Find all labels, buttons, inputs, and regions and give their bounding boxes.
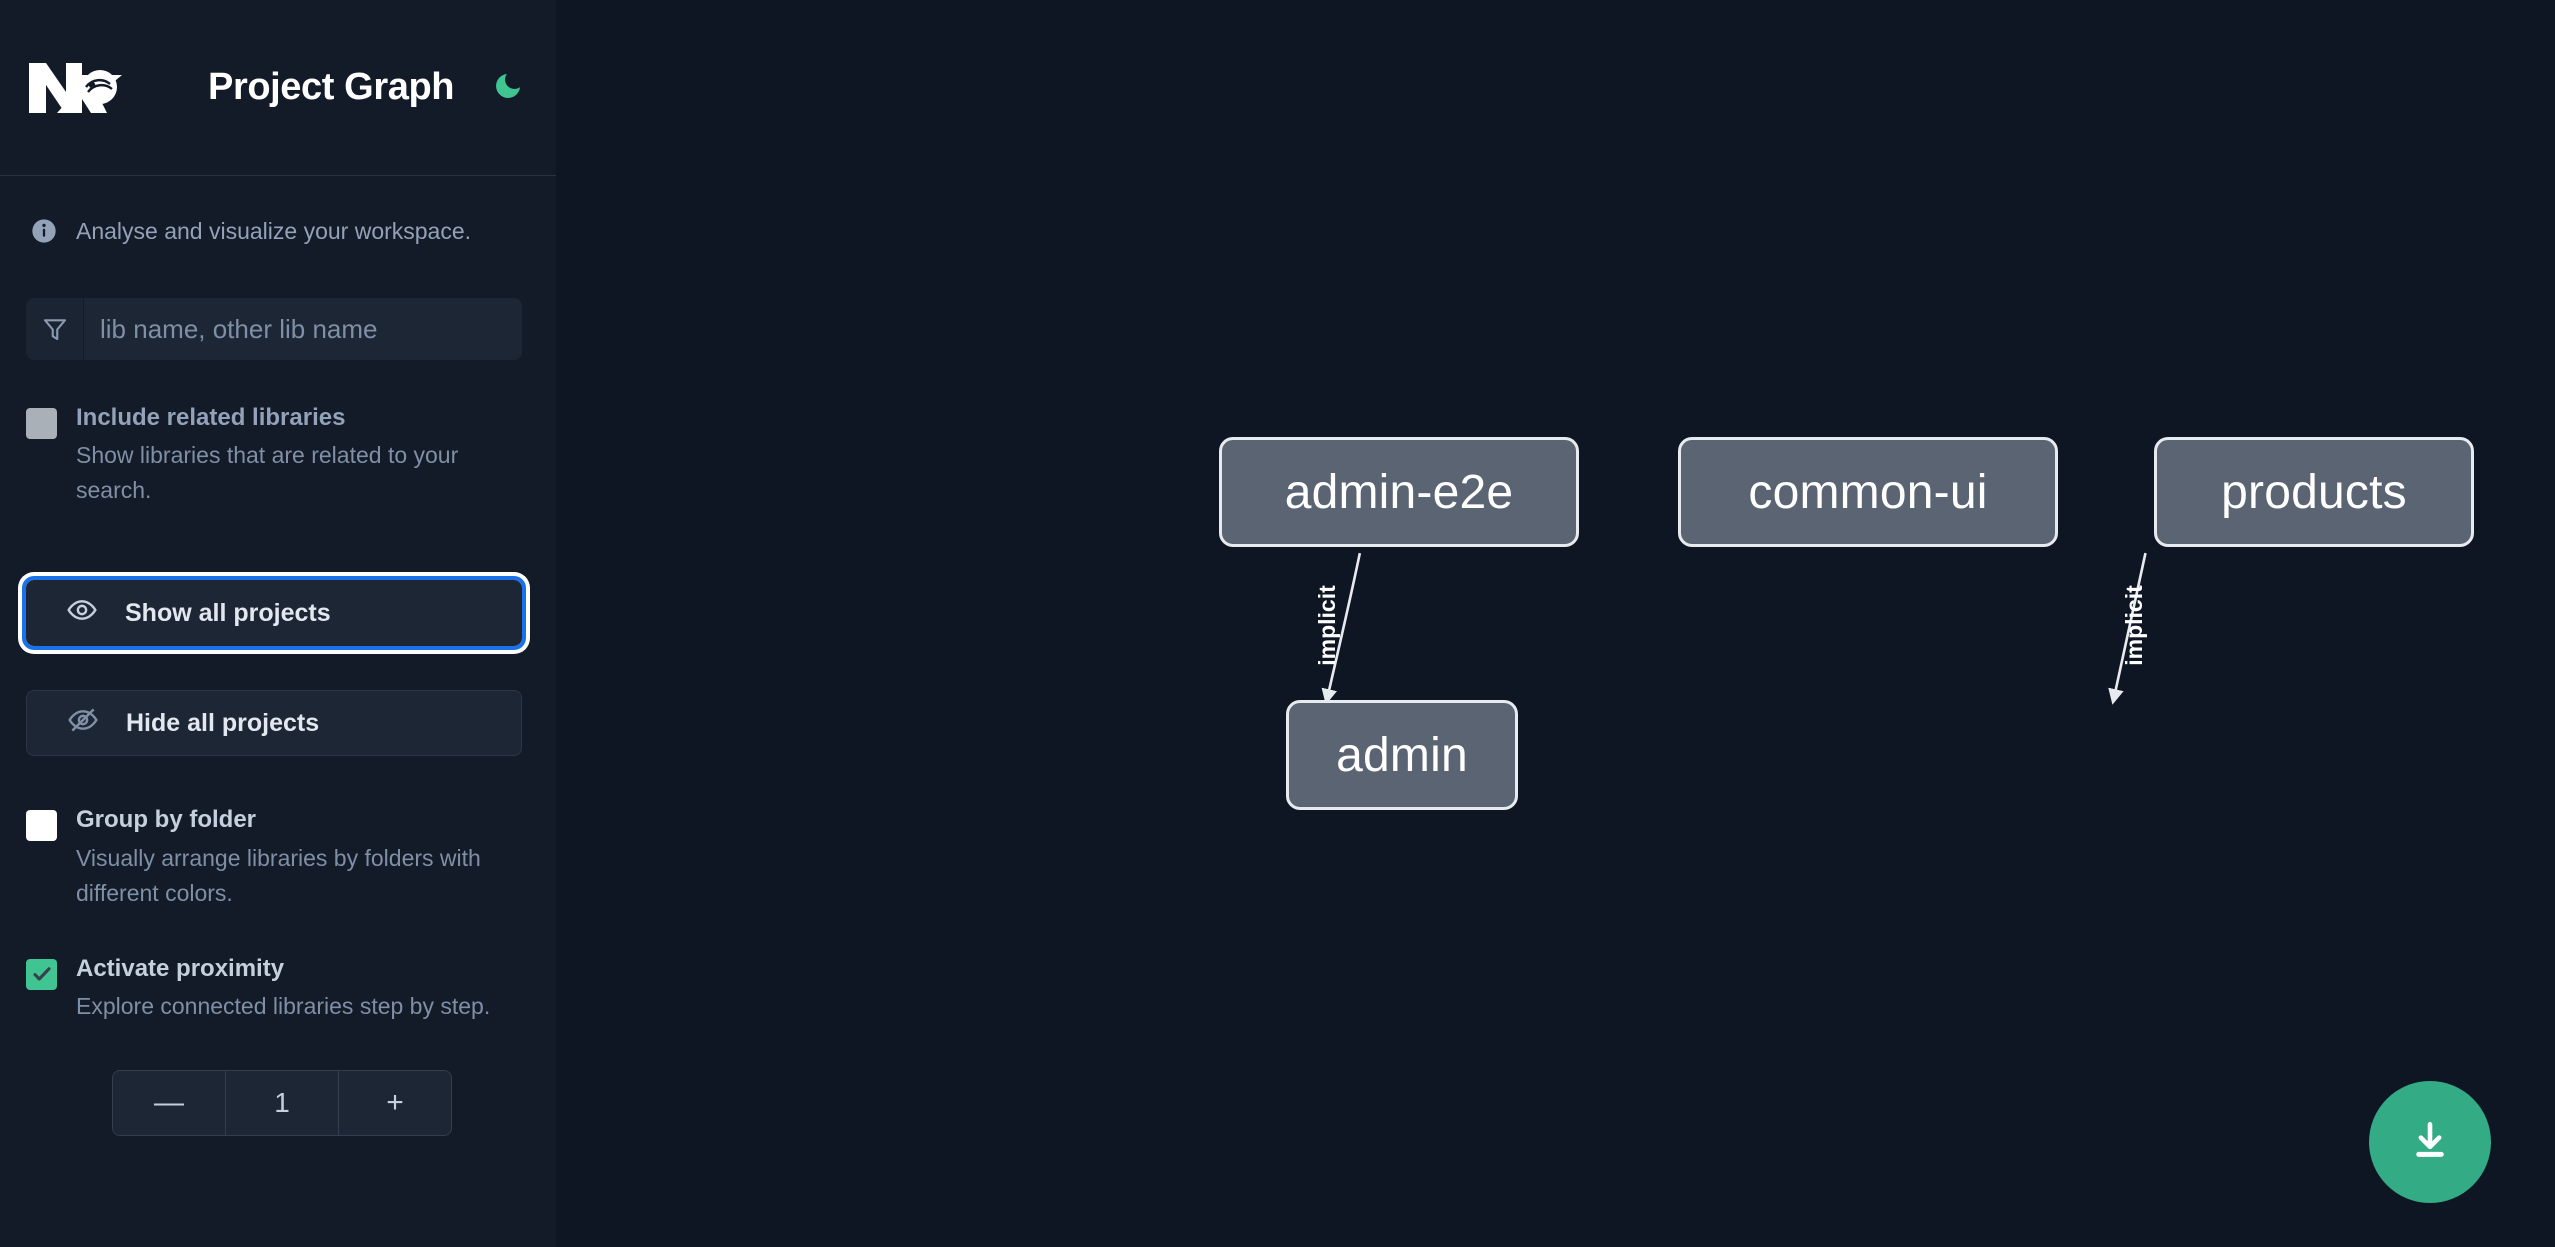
proximity-value: 1	[225, 1070, 338, 1135]
sidebar: Project Graph	[0, 0, 556, 1247]
edge-label-admin-implicit: implicit	[1313, 585, 1340, 666]
option-body: Activate proximity Explore connected lib…	[76, 953, 490, 1024]
option-body: Group by folder Visually arrange librari…	[76, 804, 522, 910]
checkbox-group-by-folder[interactable]	[26, 810, 57, 842]
option-description: Explore connected libraries step by step…	[76, 992, 491, 1019]
option-body: Include related libraries Show libraries…	[76, 402, 522, 508]
nx-logo	[26, 57, 122, 119]
theme-toggle-button[interactable]	[488, 68, 528, 108]
checkbox-include-related-libraries[interactable]	[26, 408, 57, 439]
proximity-stepper[interactable]: — 1 +	[112, 1069, 452, 1136]
brand-header: Project Graph	[0, 0, 556, 175]
option-title: Group by folder	[76, 806, 256, 834]
search-field[interactable]	[26, 298, 522, 360]
search-input[interactable]	[84, 298, 522, 360]
checkbox-activate-proximity[interactable]	[26, 958, 57, 990]
show-all-projects-button[interactable]: Show all projects	[22, 576, 526, 651]
option-include-related-libraries[interactable]: Include related libraries Show libraries…	[0, 402, 556, 508]
eye-icon	[66, 594, 98, 633]
graph-node-admin-e2e[interactable]: admin-e2e	[1219, 437, 1579, 547]
option-activate-proximity[interactable]: Activate proximity Explore connected lib…	[0, 953, 556, 1024]
hide-all-projects-button[interactable]: Hide all projects	[26, 690, 522, 757]
option-title: Include related libraries	[76, 404, 346, 431]
tagline: Analyse and visualize your workspace.	[0, 176, 556, 250]
filter-icon	[26, 298, 84, 360]
proximity-increment-button[interactable]: +	[338, 1070, 451, 1135]
tagline-text: Analyse and visualize your workspace.	[76, 217, 472, 244]
graph-canvas[interactable]: implicit implicit admin-e2e common-ui pr…	[556, 0, 2555, 1247]
show-all-projects-label: Show all projects	[125, 598, 331, 627]
eye-off-icon	[67, 704, 99, 743]
graph-edges	[1321, 552, 2147, 705]
graph-node-common-ui[interactable]: common-ui	[1678, 437, 2058, 547]
option-group-by-folder[interactable]: Group by folder Visually arrange librari…	[0, 804, 556, 910]
option-title: Activate proximity	[76, 954, 285, 982]
option-description: Visually arrange libraries by folders wi…	[76, 844, 481, 906]
download-graph-button[interactable]	[2369, 1081, 2491, 1203]
info-icon	[30, 217, 58, 245]
page-title: Project Graph	[208, 66, 455, 108]
moon-icon	[492, 70, 524, 105]
edge-label-store-implicit: implicit	[2120, 585, 2147, 666]
header-divider	[0, 175, 556, 176]
graph-node-admin[interactable]: admin	[1286, 700, 1518, 810]
proximity-decrement-button[interactable]: —	[113, 1070, 225, 1135]
graph-node-products[interactable]: products	[2154, 437, 2474, 547]
hide-all-projects-label: Hide all projects	[126, 708, 320, 737]
download-icon	[2405, 1116, 2455, 1169]
option-description: Show libraries that are related to your …	[76, 442, 459, 504]
